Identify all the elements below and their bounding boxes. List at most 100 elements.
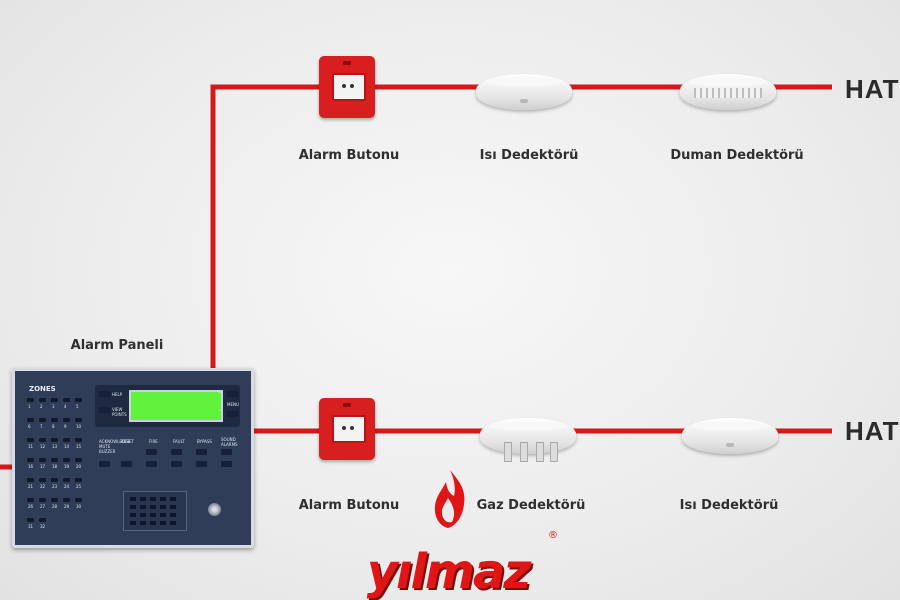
zone-led-29: [63, 498, 70, 502]
line-1-wire: [210, 84, 832, 368]
line-1-device-2-label: Isı Dedektörü: [479, 148, 579, 163]
view-points-label: VIEW POINTS: [112, 407, 127, 417]
zone-number: 18: [52, 464, 58, 469]
zone-led-31: [27, 518, 34, 522]
key-lock-icon[interactable]: [208, 503, 221, 516]
zone-number: 16: [28, 464, 34, 469]
keypad-key[interactable]: [160, 513, 166, 517]
zone-led-7: [39, 418, 46, 422]
keypad-icon[interactable]: [123, 491, 187, 531]
keypad-key[interactable]: [140, 497, 146, 501]
zone-led-27: [39, 498, 46, 502]
zones-title: ZONES: [29, 385, 56, 393]
keypad-key[interactable]: [150, 521, 156, 525]
zone-led-25: [75, 478, 82, 482]
zone-number: 14: [64, 444, 70, 449]
reset-button[interactable]: [121, 461, 132, 467]
alarm-panel-label: Alarm Paneli: [70, 338, 164, 353]
bypass-led: [196, 449, 207, 455]
zone-number: 9: [64, 424, 67, 429]
smoke-detector-icon: [680, 74, 776, 110]
flame-logo-icon: [434, 470, 465, 528]
zone-number: 12: [40, 444, 46, 449]
sound-alarms-led: [221, 449, 232, 455]
reset-label: RESET: [121, 439, 134, 444]
zone-number: 20: [76, 464, 82, 469]
lcd-display-icon: [129, 390, 223, 422]
zone-number: 31: [28, 524, 34, 529]
zone-number: 15: [76, 444, 82, 449]
keypad-key[interactable]: [150, 505, 156, 509]
acknowledge-label: ACKNOWLEDGE MUTE BUZZER: [99, 439, 131, 454]
keypad-key[interactable]: [130, 521, 136, 525]
keypad-key[interactable]: [130, 497, 136, 501]
zone-led-20: [75, 458, 82, 462]
zone-number: 19: [64, 464, 70, 469]
keypad-key[interactable]: [160, 505, 166, 509]
line-1-device-3-label: Duman Dedektörü: [670, 148, 804, 163]
zone-number: 1: [28, 404, 31, 409]
manual-call-point-icon: [319, 398, 375, 460]
bypass-label: BYPASS: [197, 439, 212, 444]
acknowledge-button[interactable]: [99, 461, 110, 467]
line-2-device-2-label: Gaz Dedektörü: [476, 498, 586, 513]
help-button-label: HELP: [112, 392, 123, 397]
fault-button[interactable]: [171, 461, 182, 467]
fault-label: FAULT: [173, 439, 185, 444]
zone-number: 10: [76, 424, 82, 429]
line-1-device-1-label: Alarm Butonu: [298, 148, 400, 163]
zone-led-11: [27, 438, 34, 442]
line-1-end-label: HAT: [845, 74, 900, 104]
fire-led: [146, 449, 157, 455]
zone-number: 3: [52, 404, 55, 409]
zone-led-18: [51, 458, 58, 462]
keypad-key[interactable]: [130, 513, 136, 517]
keypad-key[interactable]: [170, 521, 176, 525]
heat-detector-icon: [476, 74, 572, 110]
menu-button[interactable]: [227, 391, 238, 397]
keypad-key[interactable]: [130, 505, 136, 509]
zone-number: 17: [40, 464, 46, 469]
zone-number: 27: [40, 504, 46, 509]
zone-number: 2: [40, 404, 43, 409]
zone-led-2: [39, 398, 46, 402]
zone-led-24: [63, 478, 70, 482]
zone-led-30: [75, 498, 82, 502]
zone-number: 23: [52, 484, 58, 489]
sound-alarms-button[interactable]: [221, 461, 232, 467]
zone-led-12: [39, 438, 46, 442]
keypad-key[interactable]: [140, 505, 146, 509]
zone-led-26: [27, 498, 34, 502]
keypad-key[interactable]: [150, 497, 156, 501]
keypad-key[interactable]: [170, 513, 176, 517]
zone-led-8: [51, 418, 58, 422]
zone-led-13: [51, 438, 58, 442]
view-points-button[interactable]: [99, 407, 110, 413]
zone-number: 13: [52, 444, 58, 449]
zone-led-5: [75, 398, 82, 402]
line-2-device-1-label: Alarm Butonu: [298, 498, 400, 513]
zone-led-32: [39, 518, 46, 522]
heat-detector-icon: [682, 418, 778, 454]
fire-button[interactable]: [146, 461, 157, 467]
zone-led-9: [63, 418, 70, 422]
keypad-key[interactable]: [150, 513, 156, 517]
menu-down-button[interactable]: [227, 411, 238, 417]
keypad-key[interactable]: [160, 497, 166, 501]
zone-number: 22: [40, 484, 46, 489]
keypad-key[interactable]: [170, 497, 176, 501]
bypass-button[interactable]: [196, 461, 207, 467]
zone-led-16: [27, 458, 34, 462]
keypad-key[interactable]: [140, 513, 146, 517]
keypad-key[interactable]: [140, 521, 146, 525]
brand-logo-text: yılmaz: [366, 544, 532, 600]
keypad-key[interactable]: [170, 505, 176, 509]
zone-number: 21: [28, 484, 34, 489]
fire-label: FIRE: [149, 439, 158, 444]
keypad-key[interactable]: [160, 521, 166, 525]
zone-number: 28: [52, 504, 58, 509]
zone-number: 11: [28, 444, 34, 449]
alarm-panel: ZONES HELP VIEW POINTS ⌃ ⌄ MENU ACKNOWLE…: [12, 368, 254, 548]
help-button[interactable]: [99, 391, 110, 397]
up-arrow-icon: ⌃: [217, 391, 223, 398]
